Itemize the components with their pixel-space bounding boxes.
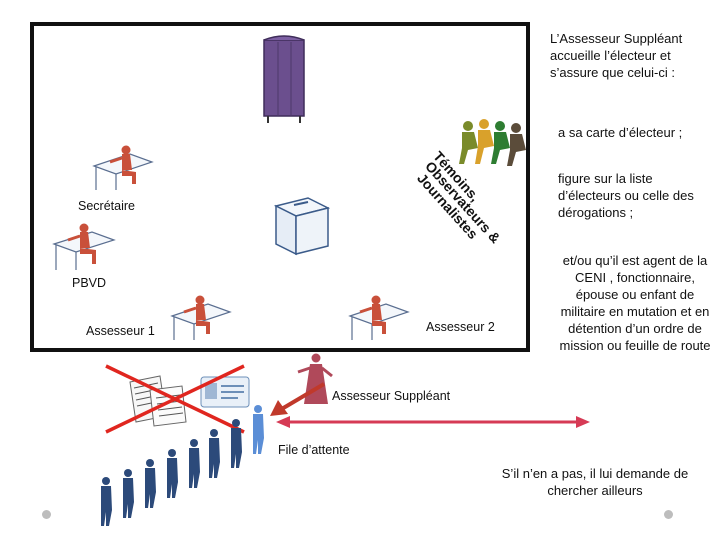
label-assesseur-suppleant: Assesseur Suppléant — [332, 389, 451, 403]
criteria-agent: et/ou qu’il est agent de la CENI , fonct… — [559, 253, 711, 353]
pbvd-desk-icon — [52, 223, 116, 270]
criteria-card: a sa carte d’électeur ; — [558, 125, 683, 140]
assesseur2-desk-icon — [348, 295, 410, 340]
secretary-desk-icon — [92, 145, 154, 190]
voter-card-icon — [200, 376, 250, 408]
polling-room — [30, 22, 530, 352]
arrow-to-queue-icon — [270, 382, 326, 416]
witnesses-label: Témoins, Observateurs & Journalistes — [414, 148, 552, 246]
label-file-attente: File d’attente — [278, 443, 350, 457]
footer-text: S’il n’en a pas, il lui demande de cherc… — [501, 466, 689, 498]
label-secretaire: Secrétaire — [78, 199, 135, 213]
ballot-box-icon — [273, 197, 331, 256]
criteria-list: figure sur la liste d’électeurs ou celle… — [558, 171, 694, 220]
witnesses-group-icon — [459, 119, 526, 166]
assesseur1-desk-icon — [170, 295, 232, 340]
label-assesseur1: Assesseur 1 — [86, 324, 155, 338]
slide-dot-left — [42, 510, 51, 519]
cross-out-icon — [105, 364, 245, 434]
voting-booth-icon — [263, 35, 305, 123]
person-queue-icon — [101, 405, 264, 526]
double-arrow-icon — [276, 416, 590, 428]
intro-text: L’Assesseur Suppléant accueille l’électe… — [550, 31, 683, 80]
label-assesseur2: Assesseur 2 — [426, 320, 495, 334]
slide-dot-right — [664, 510, 673, 519]
label-pbvd: PBVD — [72, 276, 107, 290]
